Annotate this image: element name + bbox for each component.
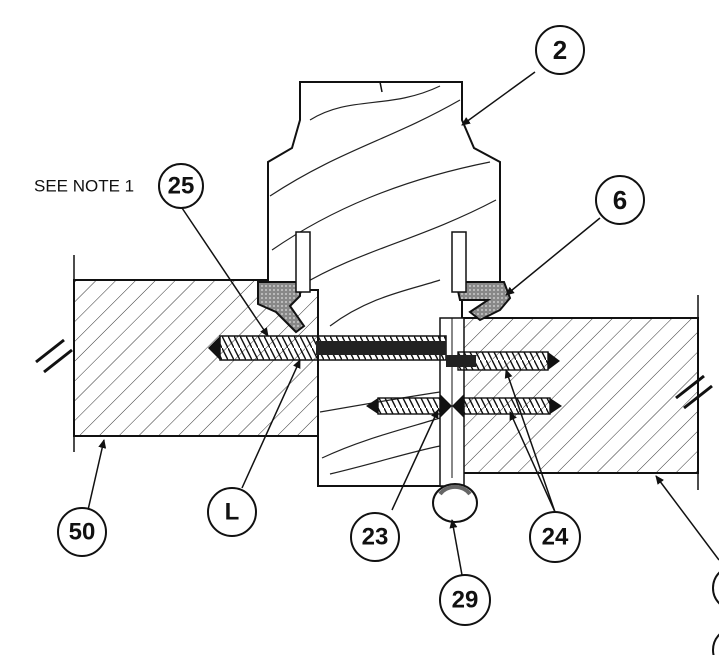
callout-29: 29 [439, 574, 491, 626]
leader-lines [87, 71, 719, 576]
callout-50: 50 [57, 507, 107, 557]
callout-23-label: 23 [362, 524, 389, 551]
callout-24-label: 24 [542, 524, 569, 551]
callout-50-label: 50 [69, 519, 96, 546]
callout-partial-right-lower [712, 633, 719, 655]
right-break-mark-b [683, 384, 713, 410]
upper-right-screw [446, 351, 560, 371]
callout-25: 25 [158, 163, 204, 209]
right-timber-member [461, 295, 713, 490]
callout-6-label: 6 [613, 185, 627, 215]
callout-partial-right-upper [712, 571, 719, 605]
callout-L: L [207, 487, 257, 537]
right-break-mark-a [675, 374, 705, 400]
lower-screw-pair [366, 394, 562, 418]
callout-25-label: 25 [168, 173, 195, 200]
callout-23: 23 [350, 512, 400, 562]
left-gasket [257, 231, 311, 334]
callout-24: 24 [529, 511, 581, 563]
callout-29-label: 29 [452, 587, 479, 614]
see-note-label: SEE NOTE 1 [34, 177, 134, 196]
right-gasket [451, 231, 512, 322]
left-break-mark-b [43, 348, 73, 374]
callout-6: 6 [595, 175, 645, 225]
dowel-pin [432, 483, 478, 523]
callout-2-label: 2 [553, 35, 567, 65]
callout-2: 2 [535, 25, 585, 75]
callout-L-label: L [225, 499, 240, 526]
long-screw [208, 335, 447, 361]
left-break-mark-a [35, 338, 65, 364]
